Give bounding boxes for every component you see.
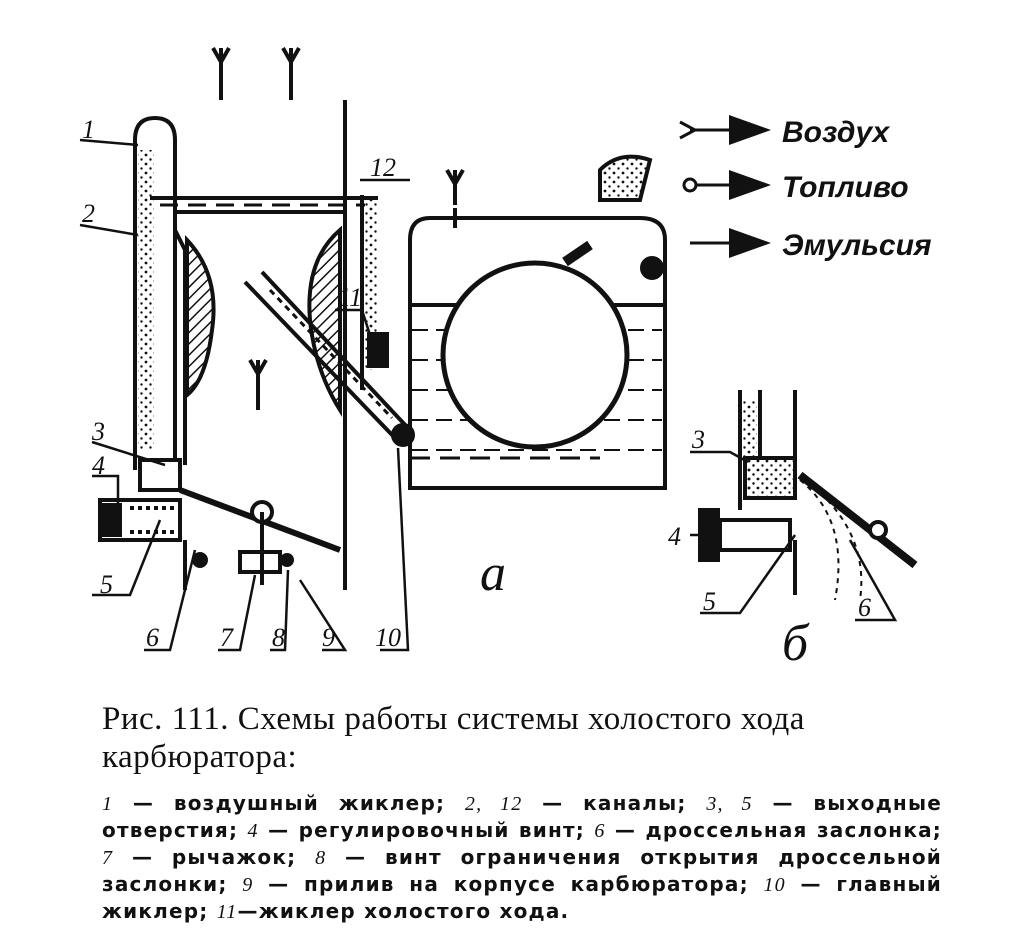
desc-text-4: — регулировочный винт; xyxy=(258,818,595,842)
legend-emulsion: Эмульсия xyxy=(690,228,932,262)
desc-text-6: — рычажок; xyxy=(113,845,316,869)
air-arrow-left-tail xyxy=(211,47,231,67)
air-arrow-right-tail xyxy=(281,47,301,67)
float-chamber xyxy=(408,154,667,490)
label-8: 8 xyxy=(272,623,285,652)
label-5: 5 xyxy=(100,570,113,599)
desc-text-8: — прилив на корпусе карбюратора; xyxy=(253,872,764,896)
arrow-tail-icon xyxy=(679,122,765,138)
desc-num-5: 6 xyxy=(594,820,606,842)
detail-label-3: 3 xyxy=(691,425,705,454)
idle-jet-11 xyxy=(367,332,389,368)
leader-lines xyxy=(79,138,898,652)
desc-text-5: — дроссельная заслонка; xyxy=(605,818,942,842)
stop-screw-8 xyxy=(238,550,282,574)
desc-num-8: 9 xyxy=(242,874,254,896)
legend: Воздух Топливо Эмульсия xyxy=(679,116,932,262)
desc-text-9: — главный жиклер; xyxy=(102,872,942,923)
detail-b-body xyxy=(698,390,918,601)
desc-num-4: 4 xyxy=(247,820,259,842)
label-3: 3 xyxy=(91,417,105,446)
legend-fuel: Топливо xyxy=(682,170,909,204)
needle-valve xyxy=(598,154,653,202)
detail-label-5: 5 xyxy=(703,587,716,616)
desc-num-3: 3, 5 xyxy=(706,793,753,815)
desc-text-2: — каналы; xyxy=(522,791,707,815)
carburetor-diagram: Воздух Топливо Эмульсия 1 2 3 4 5 xyxy=(79,47,932,672)
label-2: 2 xyxy=(82,199,95,228)
legend-fuel-label: Топливо xyxy=(782,171,909,204)
desc-num-7: 8 xyxy=(315,847,327,869)
label-12: 12 xyxy=(370,153,396,182)
figure-caption: Рис. 111. Схемы работы системы холостого… xyxy=(102,701,805,775)
desc-num-1: 1 xyxy=(102,793,114,815)
detail-label-4: 4 xyxy=(668,522,681,551)
venturi-left xyxy=(185,234,216,400)
venturi-right xyxy=(307,225,342,417)
figure-legend-text: 1 — воздушный жиклер; 2, 12 — каналы; 3,… xyxy=(102,790,942,925)
label-7: 7 xyxy=(220,623,234,652)
air-jet-tube xyxy=(133,115,177,460)
legend-emulsion-label: Эмульсия xyxy=(782,229,932,262)
legend-air: Воздух xyxy=(679,116,890,149)
carburetor-body-a xyxy=(98,47,415,590)
part-label-a: а xyxy=(480,545,506,602)
label-10: 10 xyxy=(375,623,401,652)
label-6: 6 xyxy=(146,623,159,652)
desc-text-1: — воздушный жиклер; xyxy=(113,791,465,815)
left-inner-step xyxy=(173,229,187,251)
part-label-b: б xyxy=(782,615,810,672)
desc-num-10: 11 xyxy=(216,901,238,923)
float xyxy=(440,260,630,450)
desc-text-10: —жиклер холостого хода. xyxy=(237,899,570,923)
label-11: 11 xyxy=(338,283,362,312)
desc-text-3: — выходные отверстия; xyxy=(102,791,942,842)
detail-label-6: 6 xyxy=(858,593,871,622)
desc-num-9: 10 xyxy=(763,874,786,896)
label-9: 9 xyxy=(322,623,335,652)
label-1: 1 xyxy=(82,115,95,144)
circle-arrow-icon xyxy=(682,177,698,193)
legend-air-label: Воздух xyxy=(782,116,890,149)
label-4: 4 xyxy=(92,451,105,480)
channel-2-fuel xyxy=(138,150,154,450)
desc-num-2: 2, 12 xyxy=(464,793,523,815)
desc-text-7: — винт ограничения открытия дроссельной … xyxy=(102,845,942,896)
outlet-3 xyxy=(138,458,182,492)
desc-num-6: 7 xyxy=(102,847,114,869)
